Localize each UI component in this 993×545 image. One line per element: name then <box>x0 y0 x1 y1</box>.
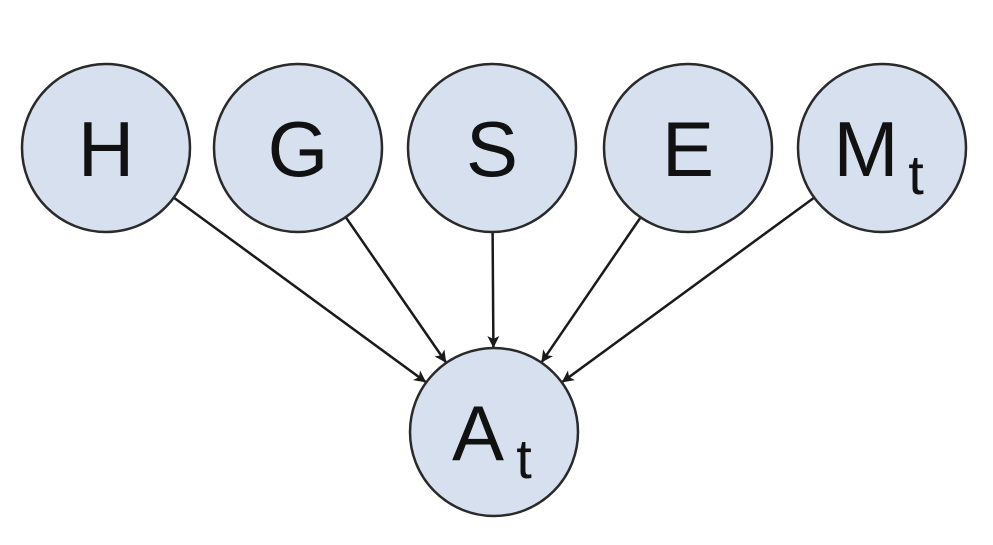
node-m-t-label: M <box>834 105 899 193</box>
edge-h-to-a <box>173 196 427 383</box>
node-e-label: E <box>662 105 714 193</box>
node-e-circle <box>602 62 774 234</box>
node-g[interactable]: G <box>212 62 384 234</box>
node-a-t[interactable]: A t <box>408 346 580 518</box>
node-s[interactable]: S <box>406 62 578 234</box>
node-s-circle <box>406 62 578 234</box>
edge-m-to-a <box>561 196 815 383</box>
node-g-label: G <box>268 105 329 193</box>
node-a-t-circle <box>408 346 580 518</box>
node-h[interactable]: H <box>20 62 192 234</box>
node-e[interactable]: E <box>602 62 774 234</box>
node-h-label: H <box>78 105 134 193</box>
node-m-t-circle <box>796 62 968 234</box>
edges <box>173 196 815 383</box>
node-s-label: S <box>466 105 518 193</box>
node-m-t-subscript: t <box>908 143 924 206</box>
edge-e-to-a <box>540 216 642 363</box>
node-h-circle <box>20 62 192 234</box>
edge-g-to-a <box>344 216 447 363</box>
node-a-t-subscript: t <box>516 427 532 490</box>
node-a-t-label: A <box>452 389 504 477</box>
node-g-circle <box>212 62 384 234</box>
node-m-t[interactable]: M t <box>796 62 968 234</box>
edge-s-to-a <box>487 231 500 348</box>
